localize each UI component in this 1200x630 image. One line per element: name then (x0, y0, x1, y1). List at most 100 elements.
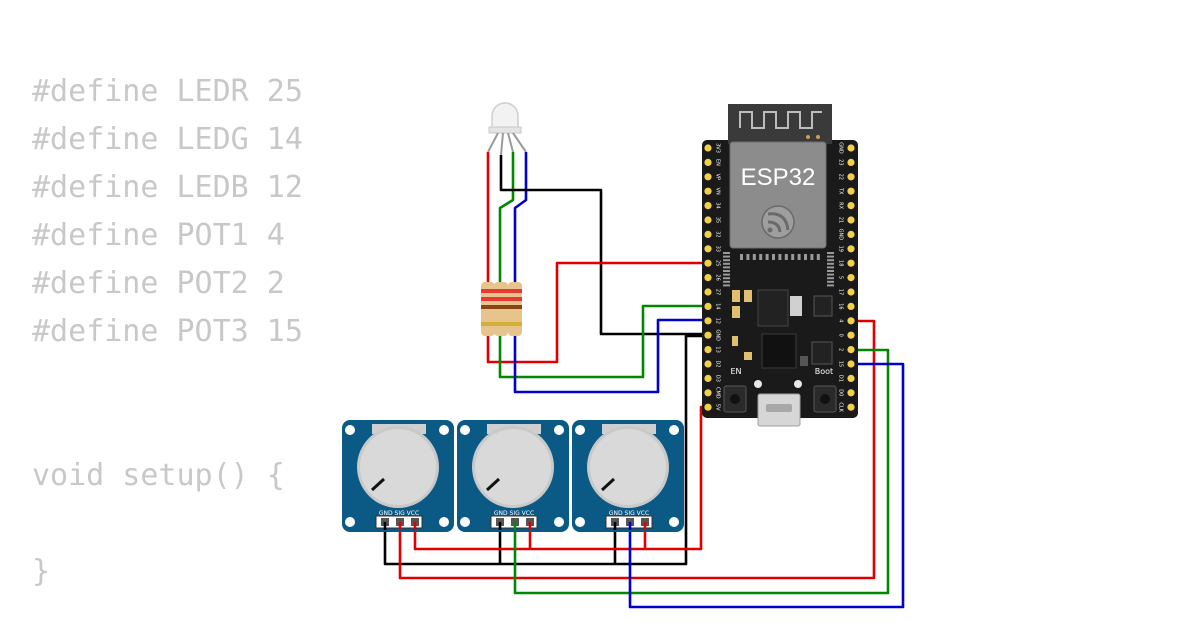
pin-label: 18 (838, 260, 844, 266)
header-pin-left-d3[interactable] (704, 374, 712, 382)
pot-pin-label: GND SIG VCC (609, 510, 649, 517)
knob-indicator-icon (600, 477, 616, 492)
rgb-led[interactable] (487, 102, 527, 156)
resistors[interactable] (481, 282, 522, 336)
wire-led-common (499, 155, 706, 336)
header-pin-right-5[interactable] (847, 274, 855, 282)
header-pin-right-tx[interactable] (847, 187, 855, 195)
header-pin-left-14[interactable] (704, 302, 712, 310)
header-pin-right-18[interactable] (847, 259, 855, 267)
header-pins-left[interactable]: 3V3ENVPVN343532332526271412GND13D2D3CMD5… (704, 143, 721, 411)
pin-label: CMD (715, 387, 721, 399)
header-pin-right-gnd[interactable] (847, 230, 855, 238)
pin-label: VN (715, 188, 721, 195)
code-line: #define POT1 4 (32, 218, 285, 253)
pin-label: 17 (838, 289, 844, 295)
module-pad (723, 273, 730, 276)
header-pin-right-d1[interactable] (847, 374, 855, 382)
module-pad (797, 254, 801, 260)
code-line: #define LEDG 14 (32, 122, 303, 157)
header-pin-right-15[interactable] (847, 360, 855, 368)
header-pin-right-23[interactable] (847, 158, 855, 166)
header-pin-left-33[interactable] (704, 245, 712, 253)
module-pad (740, 254, 743, 260)
header-pin-right-gnd[interactable] (847, 144, 855, 152)
potentiometer-3[interactable]: GND SIG VCC (572, 420, 684, 532)
module-pad (827, 273, 834, 276)
pin-label: D0 (838, 389, 844, 396)
pin-label: 3V3 (715, 143, 721, 153)
header-pin-left-26[interactable] (704, 274, 712, 282)
resistor-blue (508, 282, 522, 336)
header-pin-right-22[interactable] (847, 173, 855, 181)
module-pad (810, 254, 814, 260)
wire-led-green (498, 152, 515, 285)
pin-label: 25 (715, 260, 721, 266)
code-line: #define LEDB 12 (32, 170, 303, 205)
module-pads (723, 252, 834, 287)
code-snippet: #define LEDR 25#define LEDG 14#define LE… (32, 68, 303, 596)
header-pin-left-34[interactable] (704, 202, 712, 210)
header-pin-left-d2[interactable] (704, 360, 712, 368)
header-pin-right-clk[interactable] (847, 403, 855, 411)
header-pin-left-32[interactable] (704, 230, 712, 238)
header-pin-right-d0[interactable] (847, 389, 855, 397)
header-pin-right-16[interactable] (847, 302, 855, 310)
header-pin-right-21[interactable] (847, 216, 855, 224)
pin-label: 22 (838, 174, 844, 180)
pin-label: D2 (715, 360, 721, 367)
header-pin-left-5v[interactable] (704, 403, 712, 411)
pin-label: 34 (715, 202, 721, 208)
header-pin-left-12[interactable] (704, 317, 712, 325)
module-pad (827, 284, 834, 287)
pin-label: 5 (838, 276, 844, 279)
esp32-label: ESP32 (741, 164, 816, 191)
module-pad (827, 266, 834, 269)
pin-label: TX (838, 187, 844, 195)
wire-gnd-bus (383, 334, 706, 566)
module-pad (827, 252, 834, 254)
pin-label: RX (838, 202, 844, 209)
header-pin-left-3v3[interactable] (704, 144, 712, 152)
espressif-logo-icon (761, 205, 795, 239)
pin-label: 16 (838, 303, 844, 309)
en-button[interactable] (723, 385, 747, 413)
header-pin-left-27[interactable] (704, 288, 712, 296)
boot-label: Boot (815, 367, 833, 376)
pin-label: 14 (715, 303, 721, 309)
pin-label: EN (715, 159, 721, 166)
header-pin-left-35[interactable] (704, 216, 712, 224)
header-pin-right-17[interactable] (847, 288, 855, 296)
module-pad (827, 277, 834, 280)
potentiometer-2[interactable]: GND SIG VCC (457, 420, 569, 532)
potentiometer-1[interactable]: GND SIG VCC (342, 420, 454, 532)
header-pin-left-cmd[interactable] (704, 389, 712, 397)
wire-blue-gpio12 (513, 318, 706, 394)
module-pad (804, 254, 807, 260)
pin-label: GND (715, 329, 721, 341)
header-pin-right-4[interactable] (847, 317, 855, 325)
pin-label: 35 (715, 217, 721, 223)
module-pad (759, 254, 763, 260)
pin-label: 21 (838, 217, 844, 223)
header-pin-left-13[interactable] (704, 346, 712, 354)
header-pin-right-2[interactable] (847, 346, 855, 354)
header-pin-left-vp[interactable] (704, 173, 712, 181)
module-pad (827, 262, 834, 265)
code-line: #define POT2 2 (32, 266, 285, 301)
header-pin-right-19[interactable] (847, 245, 855, 253)
header-pin-left-vn[interactable] (704, 187, 712, 195)
header-pin-left-25[interactable] (704, 259, 712, 267)
header-pin-left-en[interactable] (704, 158, 712, 166)
pin-label: 19 (838, 246, 844, 252)
boot-button[interactable] (813, 385, 837, 413)
header-pin-right-0[interactable] (847, 331, 855, 339)
header-pin-right-rx[interactable] (847, 202, 855, 210)
module-pad (723, 262, 730, 265)
esp32-board[interactable]: ESP32 EN Boot (702, 104, 858, 427)
header-pin-left-gnd[interactable] (704, 331, 712, 339)
module-pad (723, 277, 730, 280)
pin-label: VP (715, 174, 721, 180)
